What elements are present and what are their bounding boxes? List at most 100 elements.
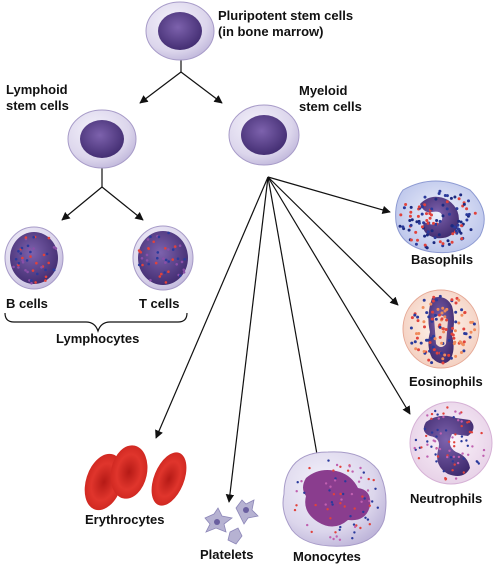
monocyte xyxy=(282,451,387,547)
granule-dot xyxy=(329,485,332,488)
myeloid-stem-cell xyxy=(228,104,300,166)
granule-dot xyxy=(428,341,432,344)
granule-dot xyxy=(339,465,342,468)
granule-dot xyxy=(417,205,421,209)
granule-dot xyxy=(446,455,449,459)
granule-dot xyxy=(426,414,429,417)
granule-dot xyxy=(430,361,434,365)
granule-dot xyxy=(399,213,403,217)
granule-dot xyxy=(460,435,464,438)
granule-dot xyxy=(167,270,170,274)
granule-dot xyxy=(421,306,425,309)
granule-dot xyxy=(401,225,405,229)
granule-dot xyxy=(433,440,437,443)
granule-dot xyxy=(446,239,450,243)
neutrophil-granules xyxy=(413,406,486,481)
granule-dot xyxy=(351,537,354,540)
granule-dot xyxy=(21,256,24,260)
granule-dot xyxy=(353,525,357,529)
granule-dot xyxy=(414,347,418,351)
granule-dot xyxy=(448,449,451,452)
granule-dot xyxy=(447,353,451,357)
label-pluripotent-line2: (in bone marrow) xyxy=(218,24,324,39)
granule-dot xyxy=(361,495,364,498)
granule-dot xyxy=(441,361,445,365)
basophil-granules xyxy=(398,189,477,250)
granule-dot xyxy=(364,516,367,519)
granule-dot xyxy=(480,431,483,435)
granule-dot xyxy=(24,236,28,239)
granule-dot xyxy=(372,478,375,482)
granule-dot xyxy=(17,262,21,265)
granule-dot xyxy=(52,246,56,249)
granule-dot xyxy=(420,446,423,449)
granule-dot xyxy=(472,322,476,326)
monocyte-granules xyxy=(293,459,379,541)
granule-dot xyxy=(441,306,445,310)
connector-arrows xyxy=(61,58,411,503)
granule-dot xyxy=(183,257,186,261)
erythrocytes-cluster xyxy=(84,445,187,511)
granule-dot xyxy=(438,325,442,329)
granule-dot xyxy=(454,433,457,436)
granule-dot xyxy=(156,251,160,254)
granule-dot xyxy=(146,238,150,241)
granule-dot xyxy=(442,330,446,334)
granule-dot xyxy=(439,432,442,435)
granule-dot xyxy=(416,238,419,242)
granule-dot xyxy=(441,357,445,361)
granule-dot xyxy=(334,477,337,480)
granule-dot xyxy=(422,221,426,225)
granule-dot xyxy=(465,439,468,442)
granule-dot xyxy=(368,499,371,503)
granule-dot xyxy=(348,465,351,468)
granule-dot xyxy=(182,268,186,272)
arrow-to-myeloid xyxy=(180,71,223,104)
granule-dot xyxy=(368,523,371,526)
erythrocyte xyxy=(110,445,148,499)
granule-dot xyxy=(359,526,362,530)
granule-dot xyxy=(141,263,144,267)
lymphocytes-bracket xyxy=(4,312,188,333)
granule-dot xyxy=(464,332,468,336)
granule-dot xyxy=(423,195,427,199)
granule-dot xyxy=(447,242,451,246)
granule-dot xyxy=(44,279,47,282)
granule-dot xyxy=(451,436,454,439)
granule-dot xyxy=(457,321,461,325)
granule-dot xyxy=(293,508,297,512)
granule-dot xyxy=(441,242,445,246)
granule-dot xyxy=(454,320,458,324)
granule-dot xyxy=(462,327,466,331)
label-t-cells: T cells xyxy=(139,296,180,311)
granule-dot xyxy=(362,510,365,514)
granule-dot xyxy=(452,455,456,458)
granule-dot xyxy=(163,271,166,274)
granule-dot xyxy=(457,197,461,201)
granule-dot xyxy=(432,241,436,245)
granule-dot xyxy=(410,316,414,320)
granule-dot xyxy=(167,260,170,263)
granule-dot xyxy=(40,266,43,269)
granule-dot xyxy=(438,313,441,317)
granule-dot xyxy=(338,528,341,531)
granule-dot xyxy=(415,336,419,340)
granule-dot xyxy=(438,447,442,451)
granule-dot xyxy=(408,214,412,218)
granule-dot xyxy=(425,219,429,222)
granule-dot xyxy=(460,237,464,241)
granule-dot xyxy=(44,268,47,272)
label-lymphoid-line1: Lymphoid xyxy=(6,82,68,97)
granule-dot xyxy=(438,219,442,223)
granule-dot xyxy=(431,345,435,349)
granule-dot xyxy=(176,257,180,261)
granule-dot xyxy=(454,301,458,305)
granule-dot xyxy=(430,431,434,434)
granule-dot xyxy=(416,214,420,218)
granule-dot xyxy=(462,471,465,474)
granule-dot xyxy=(343,505,346,508)
label-b-cells: B cells xyxy=(6,296,48,311)
granule-dot xyxy=(339,502,342,505)
granule-dot xyxy=(145,253,149,257)
